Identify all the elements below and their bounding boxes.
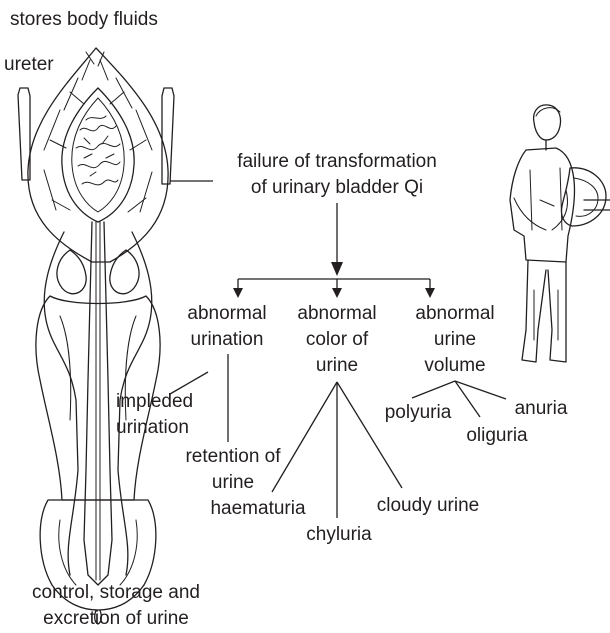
label-abnormal-urination-line2: urination xyxy=(191,329,264,350)
label-retention-line2: urine xyxy=(212,472,254,493)
label-abnormal-volume-line1: abnormal xyxy=(415,303,494,324)
label-chyluria: chyluria xyxy=(306,524,372,545)
label-polyuria: polyuria xyxy=(385,402,452,423)
label-abnormal-volume-line2: urine xyxy=(434,329,476,350)
line-to-cloudy-urine xyxy=(337,382,402,488)
label-cloudy-urine: cloudy urine xyxy=(377,495,479,516)
label-abnormal-color-line3: urine xyxy=(316,355,358,376)
urinating-man-illustration xyxy=(510,105,610,362)
branch-center-arrowhead xyxy=(332,288,342,298)
line-to-anuria xyxy=(455,381,506,399)
label-abnormal-color-line1: abnormal xyxy=(297,303,376,324)
label-failure-line2: of urinary bladder Qi xyxy=(251,177,423,198)
label-impleded-line2: urination xyxy=(116,417,189,438)
label-failure-line1: failure of transformation xyxy=(237,151,437,172)
label-haematuria: haematuria xyxy=(210,498,305,519)
label-retention-line1: retention of xyxy=(185,446,281,467)
line-to-haematuria xyxy=(272,382,337,492)
line-to-oliguria xyxy=(455,381,480,417)
label-stores-body-fluids: stores body fluids xyxy=(10,9,158,30)
label-control-line1: control, storage and xyxy=(32,582,200,603)
label-anuria: anuria xyxy=(515,398,568,419)
arrow-main-head xyxy=(331,262,343,276)
label-impleded-line1: impleded xyxy=(116,391,193,412)
label-abnormal-volume-line3: volume xyxy=(424,355,485,376)
label-control-line2: excretion of urine xyxy=(43,608,189,629)
labels: stores body fluids ureter failure of tra… xyxy=(4,9,568,629)
label-ureter: ureter xyxy=(4,54,54,75)
label-abnormal-urination-line1: abnormal xyxy=(187,303,266,324)
bladder-anatomy-illustration xyxy=(18,48,174,624)
label-oliguria: oliguria xyxy=(466,425,528,446)
branch-left-arrowhead xyxy=(233,288,243,298)
branch-right-arrowhead xyxy=(425,288,435,298)
label-abnormal-color-line2: color of xyxy=(306,329,369,350)
line-to-polyuria xyxy=(412,381,455,398)
